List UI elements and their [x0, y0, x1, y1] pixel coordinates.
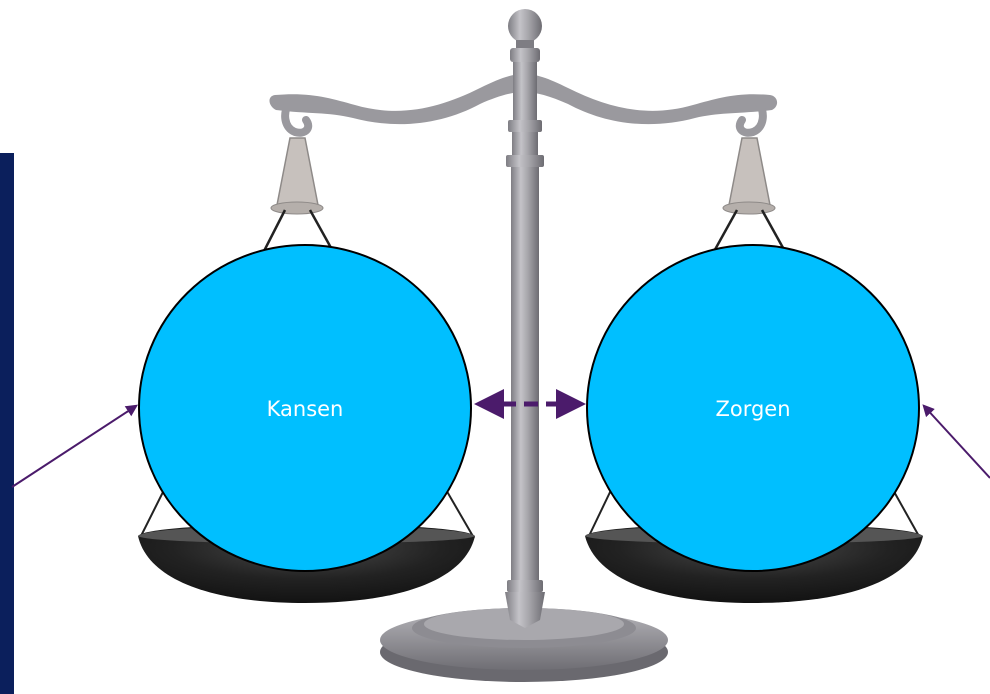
left-circle: Kansen: [138, 244, 472, 572]
right-pointer-arrow: [922, 404, 990, 479]
left-hanger: [260, 137, 337, 256]
right-circle: Zorgen: [586, 244, 920, 572]
scale-pole: [505, 9, 545, 628]
side-panel: [0, 153, 14, 694]
left-circle-label: Kansen: [267, 397, 344, 421]
scale-beam: [269, 74, 778, 137]
left-pointer-arrow: [11, 404, 139, 488]
right-hanger: [710, 137, 789, 256]
right-circle-label: Zorgen: [715, 397, 790, 421]
